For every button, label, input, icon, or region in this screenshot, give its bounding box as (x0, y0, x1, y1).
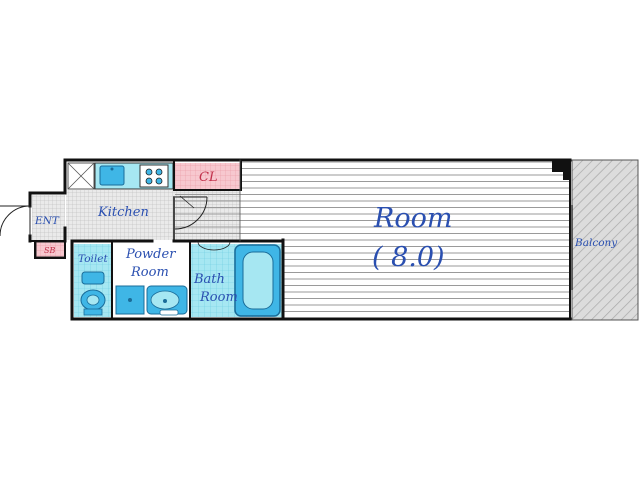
sink-icon (99, 165, 125, 186)
toilet-label: Toilet (78, 253, 108, 265)
walls (28, 158, 572, 321)
stove-icon (139, 164, 169, 188)
room-size-label: ( 8.0) (372, 242, 445, 273)
kitchen-area (66, 162, 240, 240)
kitchen-label: Kitchen (97, 205, 149, 220)
balcony-label: Balcony (574, 237, 618, 249)
room-label: Room (373, 203, 452, 234)
main-room (240, 162, 570, 319)
shoe-box-label: SB (44, 246, 55, 255)
powder-room-label-2: Room (130, 265, 169, 280)
door-swings (0, 195, 231, 251)
wash-basin-icon (146, 285, 188, 316)
toilet-icon (80, 271, 106, 316)
washer-pan (115, 285, 145, 315)
closet (175, 163, 240, 189)
bath-room-label-1: Bath (193, 272, 225, 287)
entrance-label: ENT (34, 215, 60, 227)
powder-room-label-1: Powder (125, 247, 176, 262)
bathtub-icon (234, 244, 281, 317)
closet-label: CL (199, 170, 218, 185)
bath-room-label-2: Room (199, 290, 238, 305)
balcony (571, 159, 639, 321)
